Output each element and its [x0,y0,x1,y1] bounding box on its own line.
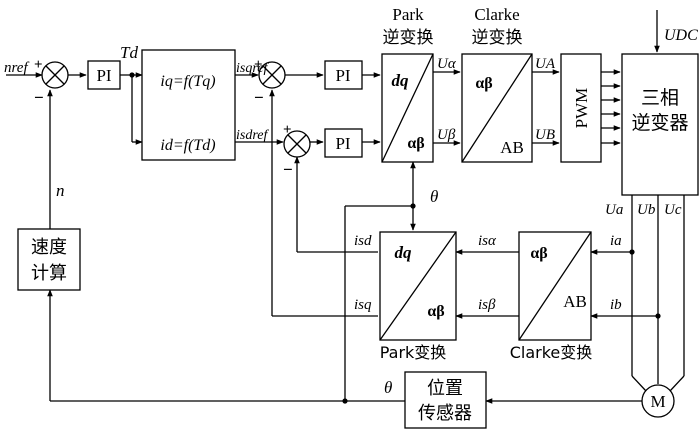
motor-label: M [650,392,665,411]
speed-calc-block: 速度 计算 [17,228,81,291]
clarke-title: Clarke变换 [510,343,593,362]
summing-junction-speed [41,61,69,89]
clarke-inverse-AB: AB [500,138,524,157]
pi-speed-label: PI [96,66,111,85]
signal-labels: nref Td isqref isdref Uα Uβ UA UB UDC Ua… [4,27,698,397]
label-is-beta: isβ [478,297,496,313]
label-theta-top: θ [430,187,438,206]
label-udc: UDC [664,27,698,44]
park-inverse-title: Park [392,5,424,24]
label-ua-phase: Ua [605,202,623,218]
clarke-ab: αβ [530,245,547,262]
clarke-inverse-ab: αβ [475,75,492,92]
pi-q-block: PI [324,60,363,90]
label-ua-upper: UA [535,56,556,72]
sign-plus-d: + [283,122,292,138]
speed-calc-line1: 速度 [31,237,67,258]
label-u-alpha: Uα [437,56,457,72]
park-title: Park变换 [380,343,447,362]
label-ub-phase: Ub [637,202,656,218]
label-uc-phase: Uc [664,202,682,218]
label-ub-upper: UB [535,127,555,143]
park-dq: dq [395,243,413,262]
pi-speed-block: PI [87,60,121,90]
sign-minus-d: − [283,160,293,179]
summing-signs: + − + − + − [34,57,293,179]
pi-d-label: PI [335,134,350,153]
junction-ib [655,313,661,319]
park-inverse-block: dq αβ [381,53,434,163]
clarke-AB: AB [563,292,587,311]
sign-minus-q: − [254,88,264,107]
junction-ia [629,249,635,255]
sign-plus-speed: + [34,57,43,73]
inverter-block: 三相 逆变器 [621,53,699,196]
junction-dots [129,72,661,404]
label-td: Td [120,43,138,62]
inverter-label-line1: 三相 [641,87,679,109]
park-inverse-dq: dq [392,71,410,90]
position-sensor-line2: 传感器 [418,403,472,424]
park-inverse-ab: αβ [407,135,424,152]
clarke-inverse-title: Clarke [474,5,519,24]
clarke-block: αβ AB [518,231,592,341]
speed-calc-line2: 计算 [31,263,67,284]
summing-junction-q [258,61,286,89]
pi-q-label: PI [335,66,350,85]
current-reference-block: iq=f(Tq) id=f(Td) [141,49,236,161]
label-isdref: isdref [236,128,269,143]
connection-lines [6,10,685,404]
label-is-alpha: isα [478,233,497,249]
sign-plus-q: + [254,57,263,73]
pi-d-block: PI [324,128,363,158]
wire-phase-a-motor [631,375,647,392]
pwm-label: PWM [572,88,591,129]
park-inverse-subtitle: 逆变换 [383,28,434,48]
label-n: n [56,181,65,200]
position-sensor-line1: 位置 [427,378,463,399]
label-isd: isd [354,233,372,249]
junction-td [129,72,135,78]
park-ab: αβ [427,303,444,320]
park-block: dq αβ [379,231,457,341]
label-ia: ia [610,233,622,249]
summing-junction-d [283,130,311,158]
clarke-inverse-block: αβ AB [461,53,533,163]
junction-theta [410,203,416,209]
pwm-block: PWM [560,53,602,163]
label-nref: nref [4,60,29,76]
iq-function-label: iq=f(Tq) [160,73,215,90]
label-u-beta: Uβ [437,127,456,143]
label-isq: isq [354,297,372,313]
inverter-label-line2: 逆变器 [631,112,688,134]
sign-minus-speed: − [34,88,44,107]
label-theta-bottom: θ [384,378,392,397]
wire-phase-c-motor [669,375,685,392]
position-sensor-block: 位置 传感器 [404,371,487,429]
id-function-label: id=f(Td) [160,137,215,154]
label-ib: ib [610,297,622,313]
junction-theta-sensor [342,398,348,404]
clarke-inverse-subtitle: 逆变换 [472,28,523,48]
label-isqref: isqref [236,61,269,76]
motor: M [641,384,675,418]
